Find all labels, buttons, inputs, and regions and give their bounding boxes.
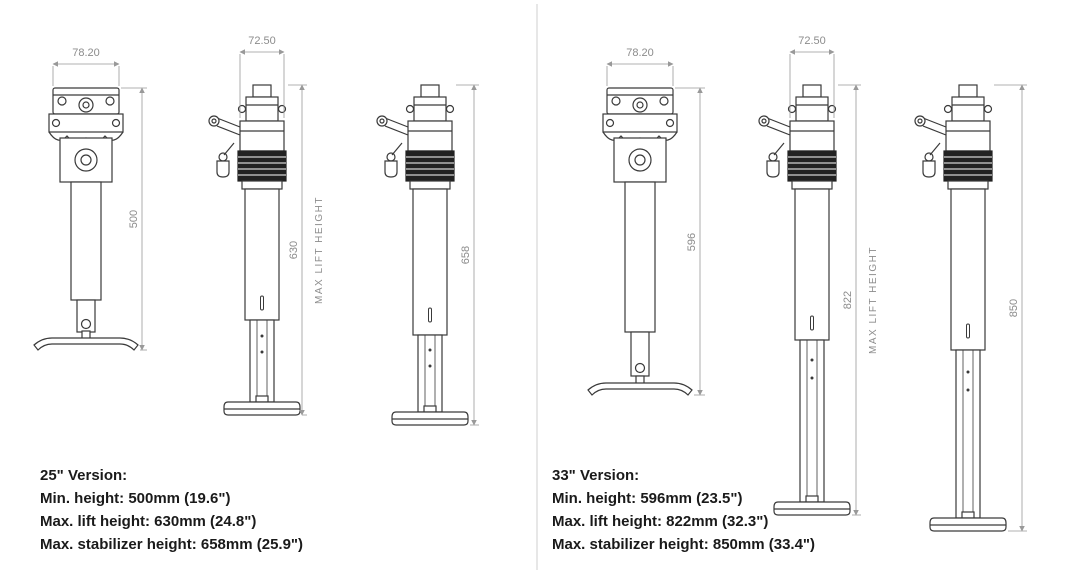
- dimension-front-width-25: 78.20: [52, 47, 120, 86]
- jack-33-side-view-stabilizer: [914, 84, 1007, 532]
- dimension-stabilizer-height-33: 850: [994, 84, 1027, 532]
- leg-hole: [966, 388, 970, 392]
- dimension-front-width-33: 78.20: [606, 47, 674, 86]
- jack-25-side-view-stabilizer: [376, 84, 469, 426]
- outer-tube: [412, 188, 448, 336]
- spec-min-height-33: Min. height: 596mm (23.5"): [552, 490, 743, 507]
- tube-slot: [810, 315, 814, 331]
- dim-label-side-width-25: 72.50: [248, 35, 276, 47]
- dim-label-front-width-25: 78.20: [72, 47, 100, 59]
- dim-label-lift-height-25: 630: [288, 241, 300, 259]
- dim-label-stabilizer-height-33: 850: [1008, 299, 1020, 317]
- version-title-33: 33" Version:: [552, 467, 640, 484]
- jack-25-side-view-lift: [208, 84, 301, 416]
- foot: [223, 395, 301, 416]
- dim-label-min-height-33: 596: [686, 233, 698, 251]
- drawing-33-version: 78.20 72.50 596 822 MAX LIFT HEIGHT 850: [587, 35, 1027, 532]
- leg-hole: [966, 370, 970, 374]
- max-lift-height-label-33: MAX LIFT HEIGHT: [868, 246, 879, 354]
- side-head: [758, 84, 837, 190]
- foot: [929, 511, 1007, 532]
- dimension-lift-height-25: 630 MAX LIFT HEIGHT: [288, 84, 325, 416]
- outer-tube: [70, 181, 102, 301]
- inner-tube: [76, 299, 96, 333]
- tube-slot: [260, 295, 264, 311]
- foot-pin-hole: [634, 362, 646, 374]
- leg-hole: [810, 376, 814, 380]
- dimension-min-height-25: 500: [121, 87, 147, 351]
- tube-slot: [966, 323, 970, 339]
- jack-33-side-view-lift: [758, 84, 851, 516]
- leg-hole: [810, 358, 814, 362]
- front-head-25: [48, 87, 124, 183]
- inner-leg: [417, 334, 443, 413]
- specs-block-33: 33" Version: Min. height: 596mm (23.5") …: [552, 464, 815, 556]
- outer-tube: [244, 188, 280, 321]
- front-head-33: [602, 87, 678, 183]
- version-title-25: 25" Version:: [40, 467, 128, 484]
- drawing-25-version: 78.20 72.50 500 630 MAX LIFT HEIGHT 658: [33, 35, 479, 426]
- leg-hole: [428, 348, 432, 352]
- dim-label-min-height-25: 500: [128, 210, 140, 228]
- foot-pin-hole: [80, 318, 92, 330]
- inner-leg: [799, 339, 825, 503]
- dim-label-front-width-33: 78.20: [626, 47, 654, 59]
- side-head: [376, 84, 455, 190]
- spec-stabilizer-height-25: Max. stabilizer height: 658mm (25.9"): [40, 536, 304, 553]
- foot: [391, 405, 469, 426]
- spec-lift-height-33: Max. lift height: 822mm (32.3"): [552, 513, 769, 530]
- leg-hole: [428, 364, 432, 368]
- foot: [587, 375, 693, 396]
- side-head: [208, 84, 287, 190]
- dimension-stabilizer-height-25: 658: [456, 84, 479, 426]
- dimension-side-width-25: 72.50: [239, 35, 285, 118]
- side-head: [914, 84, 993, 190]
- inner-leg: [249, 319, 275, 403]
- dim-label-stabilizer-height-25: 658: [460, 246, 472, 264]
- jack-25-front-view: [33, 87, 139, 351]
- inner-leg: [955, 349, 981, 519]
- dimension-side-width-33: 72.50: [789, 35, 835, 118]
- outer-tube: [794, 188, 830, 341]
- outer-tube: [950, 188, 986, 351]
- foot: [33, 330, 139, 351]
- leg-hole: [260, 334, 264, 338]
- spec-min-height-25: Min. height: 500mm (19.6"): [40, 490, 231, 507]
- spec-stabilizer-height-33: Max. stabilizer height: 850mm (33.4"): [552, 536, 816, 553]
- inner-tube: [630, 331, 650, 377]
- spec-lift-height-25: Max. lift height: 630mm (24.8"): [40, 513, 257, 530]
- max-lift-height-label-25: MAX LIFT HEIGHT: [314, 196, 325, 304]
- tube-slot: [428, 307, 432, 323]
- dimension-lift-height-33: 822 MAX LIFT HEIGHT: [838, 84, 879, 516]
- outer-tube: [624, 181, 656, 333]
- dim-label-side-width-33: 72.50: [798, 35, 826, 47]
- dimension-min-height-33: 596: [675, 87, 705, 396]
- specs-block-25: 25" Version: Min. height: 500mm (19.6") …: [40, 464, 303, 556]
- jack-33-front-view: [587, 87, 693, 396]
- leg-hole: [260, 350, 264, 354]
- dim-label-lift-height-33: 822: [842, 291, 854, 309]
